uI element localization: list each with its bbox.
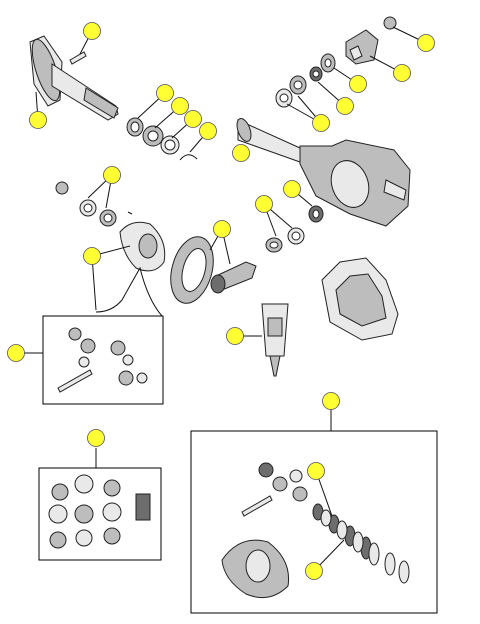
- callout-clutch-pack-plates[interactable]: [307, 462, 325, 480]
- case-to-box-bracket: [95, 266, 163, 317]
- pinion-bearing-outer[interactable]: [275, 75, 307, 108]
- clutch-pack-plates[interactable]: [312, 503, 372, 560]
- callout-axle-seal[interactable]: [156, 84, 174, 102]
- callout-limited-slip-unit[interactable]: [322, 392, 340, 410]
- callout-axle-shaft[interactable]: [29, 111, 47, 129]
- callout-axle-bearing[interactable]: [171, 97, 189, 115]
- ring-pinion-gear[interactable]: [164, 232, 257, 308]
- master-overhaul-kit[interactable]: [38, 467, 162, 561]
- callout-pinion-bearing-kit[interactable]: [283, 180, 301, 198]
- pinion-seal[interactable]: [320, 53, 336, 73]
- axle-shaft[interactable]: [27, 35, 119, 121]
- axle-bearing[interactable]: [142, 125, 164, 147]
- callout-pinion-seal[interactable]: [349, 75, 367, 93]
- differential-cover[interactable]: [321, 257, 399, 341]
- pinion-yoke[interactable]: [345, 29, 379, 65]
- callout-axle-retainer-clip[interactable]: [199, 122, 217, 140]
- pinion-bearing-inner[interactable]: [265, 227, 305, 253]
- pinion-seal-washer[interactable]: [309, 66, 323, 82]
- callout-yoke-nut[interactable]: [417, 34, 435, 52]
- callout-spider-gear-kit[interactable]: [7, 344, 25, 362]
- callout-pinion-yoke[interactable]: [393, 64, 411, 82]
- callout-ring-pinion-gear[interactable]: [213, 220, 231, 238]
- spider-gear-kit[interactable]: [42, 315, 164, 405]
- callout-pinion-seal-washer[interactable]: [312, 114, 330, 132]
- clutch-pack-discs[interactable]: [320, 509, 410, 584]
- callout-master-overhaul-kit[interactable]: [87, 429, 105, 447]
- axle-retainer-clip[interactable]: [179, 154, 198, 161]
- callout-pinion-bearing-inner[interactable]: [255, 195, 273, 213]
- rtv-sealant[interactable]: [261, 303, 289, 377]
- limited-slip-unit[interactable]: [190, 430, 438, 614]
- housing-axle-tube[interactable]: [234, 117, 411, 227]
- carrier-bearings[interactable]: [55, 181, 117, 227]
- axle-shaft-bolt[interactable]: [69, 51, 87, 65]
- callout-rtv-sealant[interactable]: [226, 327, 244, 345]
- axle-bearing-cup[interactable]: [160, 135, 180, 155]
- yoke-nut[interactable]: [383, 16, 397, 30]
- axle-seal[interactable]: [126, 117, 144, 137]
- callout-carrier-case[interactable]: [83, 247, 101, 265]
- callout-clutch-pack-discs[interactable]: [305, 562, 323, 580]
- callout-carrier-bearings[interactable]: [103, 166, 121, 184]
- callout-housing-axle-tube[interactable]: [232, 144, 250, 162]
- callout-axle-shaft-bolt[interactable]: [83, 22, 101, 40]
- callout-axle-bearing-cup[interactable]: [184, 110, 202, 128]
- carrier-case[interactable]: [119, 211, 166, 272]
- pinion-bearing-kit[interactable]: [308, 205, 324, 223]
- callout-pinion-bearing-outer[interactable]: [336, 97, 354, 115]
- callout-markers: [7, 22, 435, 580]
